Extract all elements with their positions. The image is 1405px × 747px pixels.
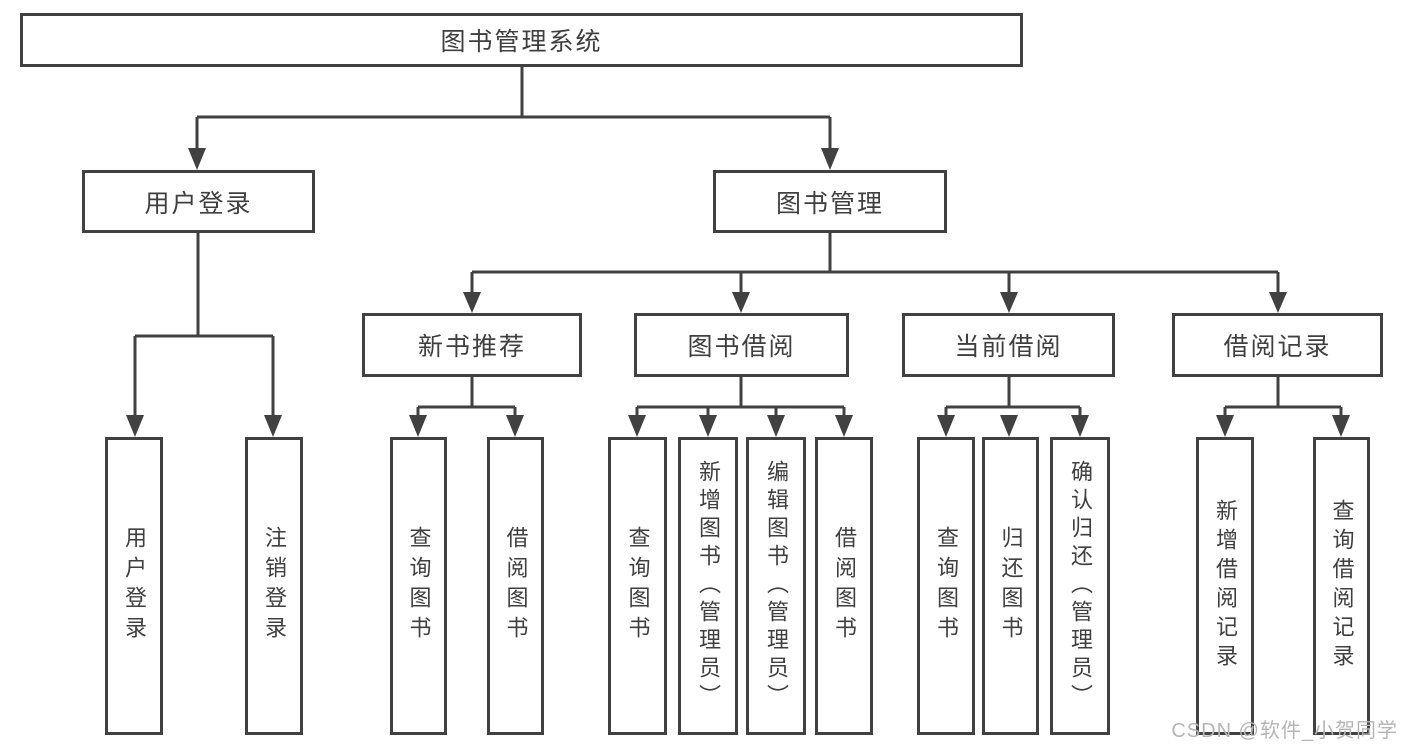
leaf-borrow-books-recommend: 借阅图书 bbox=[487, 437, 544, 735]
leaf-user-login: 用户登录 bbox=[105, 437, 163, 735]
connector-login bbox=[133, 232, 275, 417]
connector-root bbox=[195, 65, 832, 150]
leaf-borrow-books: 借阅图书 bbox=[815, 437, 873, 735]
node-book-borrowing: 图书借阅 bbox=[634, 313, 849, 377]
node-new-book-recommend: 新书推荐 bbox=[362, 313, 582, 377]
node-system-root: 图书管理系统 bbox=[20, 13, 1023, 67]
leaf-add-borrow-record: 新增借阅记录 bbox=[1196, 437, 1254, 735]
arrowheads-root bbox=[188, 148, 839, 170]
arrowheads-leaves bbox=[126, 415, 1350, 437]
leaf-query-borrow-record: 查询借阅记录 bbox=[1313, 437, 1370, 735]
node-current-borrowing: 当前借阅 bbox=[902, 313, 1115, 377]
connector-current bbox=[944, 377, 1082, 417]
leaf-confirm-return-admin: 确认归还（管理员） bbox=[1050, 437, 1110, 735]
connector-bookmgmt bbox=[470, 232, 1280, 294]
node-user-login: 用户登录 bbox=[82, 170, 315, 233]
leaf-query-books-current: 查询图书 bbox=[917, 437, 975, 735]
leaf-edit-books-admin: 编辑图书（管理员） bbox=[746, 437, 806, 735]
leaf-add-books-admin: 新增图书（管理员） bbox=[678, 437, 738, 735]
leaf-logout: 注销登录 bbox=[245, 437, 303, 735]
node-book-management: 图书管理 bbox=[713, 170, 947, 233]
arrowheads-level3 bbox=[463, 292, 1287, 313]
leaf-return-books: 归还图书 bbox=[982, 437, 1039, 735]
connector-newbooks bbox=[416, 377, 517, 417]
connector-borrow bbox=[635, 377, 846, 417]
connector-records bbox=[1223, 377, 1343, 417]
node-borrow-records: 借阅记录 bbox=[1172, 313, 1383, 377]
leaf-query-books-recommend: 查询图书 bbox=[390, 437, 447, 735]
leaf-query-books-borrow: 查询图书 bbox=[608, 437, 667, 735]
csdn-watermark: CSDN @软件_小贺同学 bbox=[1171, 720, 1398, 742]
